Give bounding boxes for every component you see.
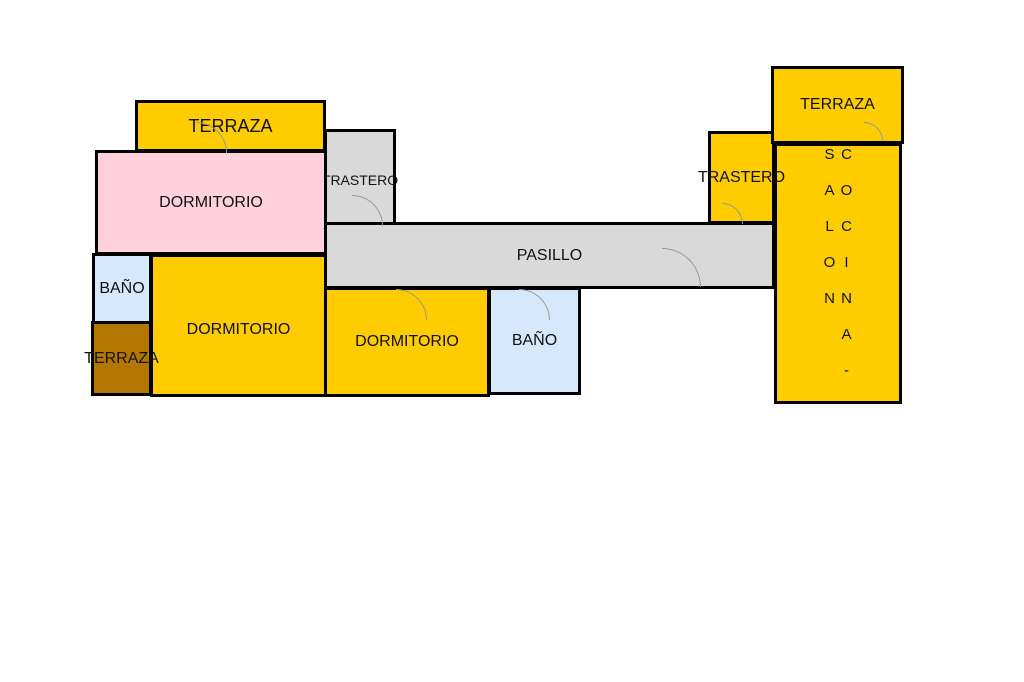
room-label: TRASTERO <box>321 172 399 188</box>
room-label: C O C I N A - S A L O N <box>821 146 855 380</box>
room-bano-left: BAÑO <box>92 253 152 324</box>
room-cocina-salon: C O C I N A - S A L O N <box>774 143 902 404</box>
room-terraza-top-left: TERRAZA <box>135 100 326 152</box>
room-trastero-right: TRASTERO <box>698 131 785 224</box>
room-label: DORMITORIO <box>355 333 459 350</box>
room-dormitorio-pink: DORMITORIO <box>95 150 327 255</box>
room-label: TRASTERO <box>697 168 786 186</box>
room-label: PASILLO <box>516 246 583 264</box>
room-pasillo: PASILLO <box>324 222 775 289</box>
room-dormitorio-2: DORMITORIO <box>150 254 327 397</box>
room-label: BAÑO <box>99 279 145 297</box>
room-terraza-brown: TERRAZA <box>84 321 159 396</box>
room-label: TERRAZA <box>800 96 875 113</box>
room-label: BAÑO <box>511 332 558 349</box>
room-label: TERRAZA <box>84 349 159 367</box>
room-terraza-right: TERRAZA <box>771 66 904 144</box>
room-label: DORMITORIO <box>186 321 291 338</box>
room-label: DORMITORIO <box>159 193 263 211</box>
